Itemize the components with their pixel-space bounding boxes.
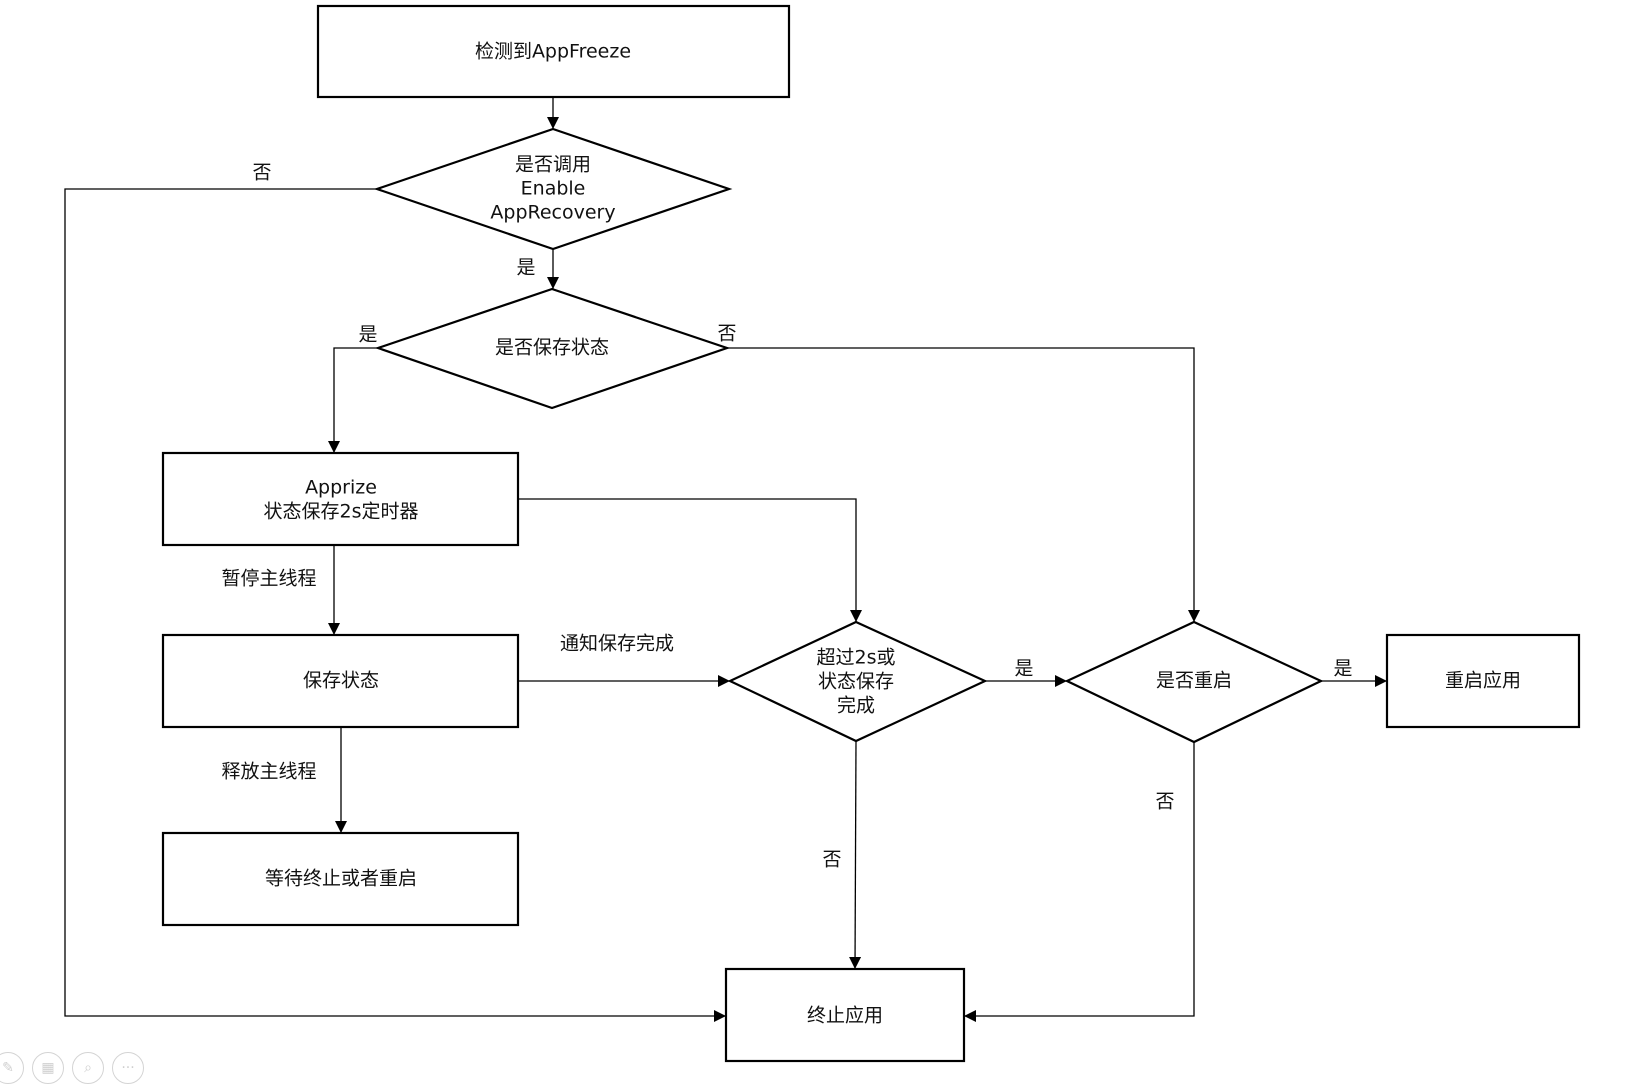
label-enable-yes: 是	[516, 257, 535, 279]
decision-restart: 是否重启	[1064, 620, 1324, 744]
label-timeout-yes: 是	[1014, 658, 1033, 680]
zoom-icon[interactable]: ⌕	[72, 1052, 104, 1084]
node-wait-terminate-restart: 等待终止或者重启	[161, 831, 520, 927]
decision-timeout-label-1: 超过2s或	[817, 647, 896, 669]
label-release-main-thread: 释放主线程	[221, 761, 316, 783]
edge-timer-to-timeout-q	[518, 498, 862, 622]
edge-save-no-to-restart-q	[727, 347, 1200, 622]
label-enable-no: 否	[252, 162, 271, 184]
decision-save-label: 是否保存状态	[495, 337, 609, 359]
node-restart-app-label: 重启应用	[1445, 670, 1521, 692]
pen-icon[interactable]: ✎	[0, 1052, 24, 1084]
node-save-state: 保存状态	[161, 633, 520, 729]
node-timer-label-1: Apprize	[305, 477, 377, 499]
label-save-yes: 是	[358, 324, 377, 346]
decision-enable-label-1: 是否调用	[515, 154, 591, 176]
slides-icon[interactable]: ▦	[32, 1052, 64, 1084]
node-save-timer: Apprize 状态保存2s定时器	[161, 451, 520, 547]
node-terminate-label: 终止应用	[807, 1005, 883, 1027]
edge-timeout-no-to-terminate	[849, 740, 862, 970]
decision-timeout-label-3: 完成	[837, 695, 875, 717]
edge-restart-no-to-terminate	[964, 742, 1195, 1022]
label-restart-yes: 是	[1333, 658, 1352, 680]
node-detect-label: 检测到AppFreeze	[475, 41, 631, 63]
label-pause-main-thread: 暂停主线程	[221, 568, 316, 590]
decision-enable-label-2: Enable	[521, 178, 586, 200]
decision-restart-label: 是否重启	[1156, 670, 1232, 692]
decision-enable-apprecovery: 是否调用 Enable AppRecovery	[373, 127, 733, 251]
node-save-state-label: 保存状态	[303, 670, 379, 692]
label-notify-save-done: 通知保存完成	[560, 633, 674, 655]
node-detect-appfreeze: 检测到AppFreeze	[316, 4, 791, 99]
decision-timeout-label-2: 状态保存	[818, 671, 894, 693]
decision-save-state: 是否保存状态	[374, 287, 731, 410]
label-restart-no: 否	[1155, 791, 1174, 813]
node-terminate-app: 终止应用	[724, 967, 966, 1063]
edge-save-yes-to-timer	[328, 347, 378, 453]
node-timer-label-2: 状态保存2s定时器	[264, 501, 419, 523]
node-restart-app: 重启应用	[1385, 633, 1581, 729]
edge-enable-no-to-terminate	[64, 188, 726, 1022]
label-timeout-no: 否	[822, 849, 841, 871]
more-icon[interactable]: ···	[112, 1052, 144, 1084]
decision-enable-label-3: AppRecovery	[490, 202, 615, 224]
label-save-no: 否	[717, 323, 736, 345]
viewer-toolbar: ✎ ▦ ⌕ ···	[0, 1052, 144, 1084]
node-wait-label: 等待终止或者重启	[265, 868, 417, 890]
decision-timeout-or-saved: 超过2s或 状态保存 完成	[727, 620, 988, 743]
